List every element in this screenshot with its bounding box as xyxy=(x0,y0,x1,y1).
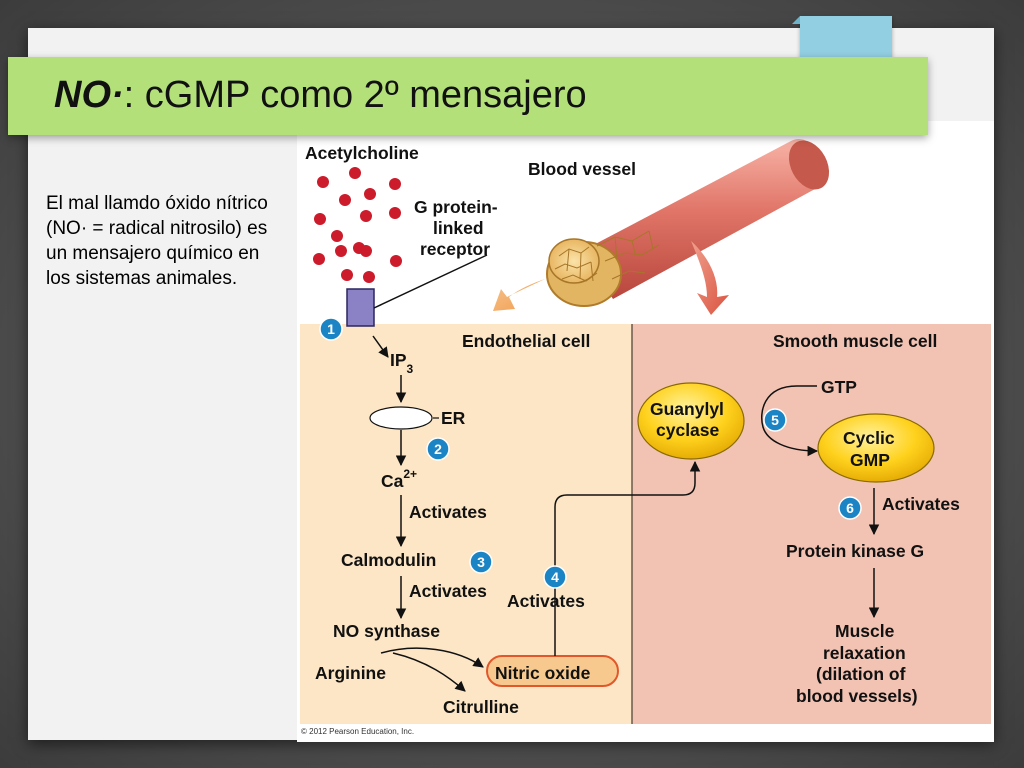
label-citrulline: Citrulline xyxy=(443,697,519,717)
label-receptor-line3: receptor xyxy=(420,239,490,259)
slide-title: NO·: cGMP como 2º mensajero xyxy=(54,74,587,117)
step-badge-3: 3 xyxy=(469,550,493,574)
label-protein-kinase-g: Protein kinase G xyxy=(786,541,924,561)
label-gtp: GTP xyxy=(821,377,857,397)
label-blood-vessel: Blood vessel xyxy=(528,159,636,179)
svg-text:2: 2 xyxy=(434,441,442,457)
label-muscle-relaxation-1: Muscle xyxy=(835,621,895,641)
label-activates-1: Activates xyxy=(409,502,487,522)
no-cgmp-pathway-figure: Acetylcholine Blood vessel G protein- li… xyxy=(297,121,994,742)
label-cyclic-gmp-1: Cyclic xyxy=(843,428,895,448)
step-badge-5: 5 xyxy=(763,408,787,432)
title-rest: : cGMP como 2º mensajero xyxy=(123,74,587,116)
svg-text:6: 6 xyxy=(846,500,854,516)
label-nitric-oxide: Nitric oxide xyxy=(495,663,591,683)
copyright-notice: © 2012 Pearson Education, Inc. xyxy=(301,727,414,736)
label-er: ER xyxy=(441,408,466,428)
er-organelle-icon xyxy=(369,406,433,430)
label-muscle-relaxation-2: relaxation xyxy=(823,643,906,663)
label-ip3: IP3 xyxy=(390,350,414,376)
vessel-to-smooth-muscle-arrow xyxy=(691,241,729,315)
nitric-oxide-node xyxy=(486,655,619,687)
label-calcium: Ca2+ xyxy=(381,467,417,491)
step-badge-4: 4 xyxy=(543,565,567,589)
step-badge-6: 6 xyxy=(838,496,862,520)
label-endothelial-cell: Endothelial cell xyxy=(462,331,590,351)
label-muscle-relaxation-3: (dilation of xyxy=(816,664,906,684)
svg-text:5: 5 xyxy=(771,412,779,428)
vessel-to-endothelial-arrow xyxy=(493,279,545,311)
label-activates-3: Activates xyxy=(507,591,585,611)
corner-tab-decoration xyxy=(792,16,892,62)
label-smooth-muscle-cell: Smooth muscle cell xyxy=(773,331,937,351)
label-calmodulin: Calmodulin xyxy=(341,550,436,570)
label-receptor-line2: linked xyxy=(433,218,484,238)
label-activates-4: Activates xyxy=(882,494,960,514)
svg-text:3: 3 xyxy=(477,554,485,570)
label-guanylyl-cyclase-2: cyclase xyxy=(656,420,720,440)
guanylyl-cyclase-node xyxy=(637,382,745,460)
step-badge-2: 2 xyxy=(426,437,450,461)
title-bar: NO·: cGMP como 2º mensajero xyxy=(8,57,928,135)
label-guanylyl-cyclase-1: Guanylyl xyxy=(650,399,724,419)
blood-vessel-icon xyxy=(546,138,830,307)
cyclic-gmp-node xyxy=(817,413,935,483)
label-no-synthase: NO synthase xyxy=(333,621,440,641)
label-arginine: Arginine xyxy=(315,663,386,683)
label-muscle-relaxation-4: blood vessels) xyxy=(796,686,918,706)
label-activates-2: Activates xyxy=(409,581,487,601)
label-cyclic-gmp-2: GMP xyxy=(850,450,890,470)
step-badge-1: 1 xyxy=(319,317,343,341)
acetylcholine-molecule-icon xyxy=(313,167,402,283)
label-acetylcholine: Acetylcholine xyxy=(305,143,419,163)
body-text: El mal llamdo óxido nítrico (NO· = radic… xyxy=(46,193,268,289)
receptor-icon xyxy=(346,288,375,327)
svg-text:1: 1 xyxy=(327,321,335,337)
pathway-diagram: Acetylcholine Blood vessel G protein- li… xyxy=(300,138,991,738)
title-no-radical: NO· xyxy=(54,74,124,116)
svg-text:4: 4 xyxy=(551,569,559,585)
label-receptor-line1: G protein- xyxy=(414,197,498,217)
